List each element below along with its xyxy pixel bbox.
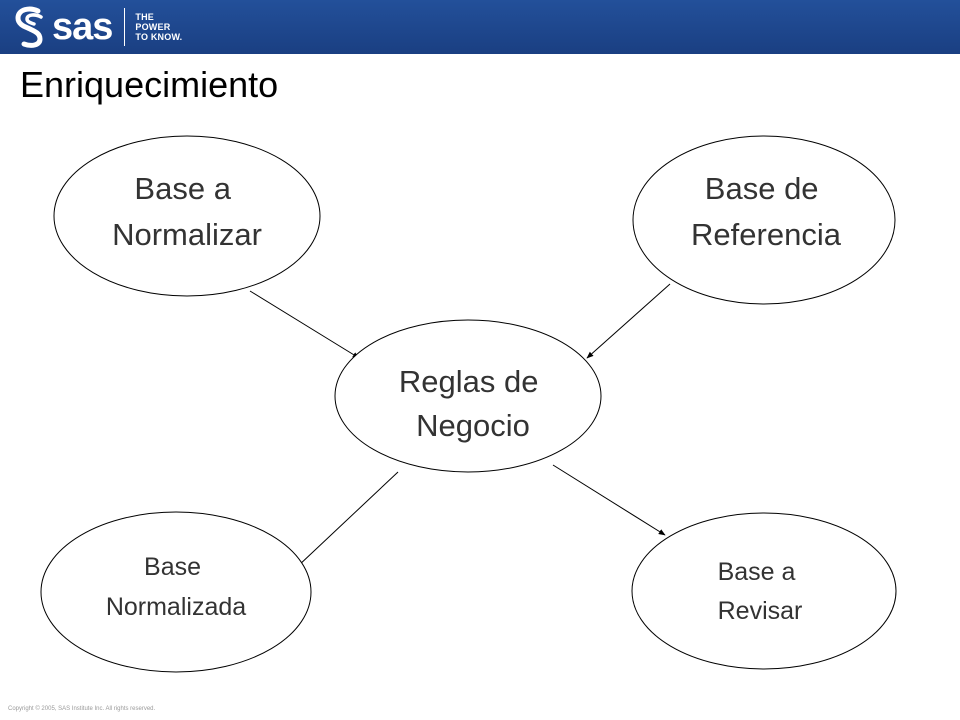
svg-text:Base a Revisar: Base a Revisar xyxy=(718,558,803,625)
sas-logo: sas THE POWER TO KNOW. xyxy=(10,4,182,50)
node-label-line: Negocio xyxy=(416,408,530,443)
node-base-normalizada[interactable]: Base Normalizada xyxy=(40,511,312,673)
brand-tagline: THE POWER TO KNOW. xyxy=(135,12,183,42)
diagram-edges xyxy=(249,283,671,568)
node-label-line: Base a xyxy=(134,171,231,206)
node-label-line: Referencia xyxy=(691,217,842,252)
node-label-line: Normalizar xyxy=(112,217,262,252)
brand-divider xyxy=(124,8,126,46)
node-label-line: Base de xyxy=(705,171,819,206)
svg-text:Base a Normalizar: Base a Normalizar xyxy=(112,171,262,252)
node-label-line: Reglas de xyxy=(399,364,539,399)
node-base-a-revisar[interactable]: Base a Revisar xyxy=(631,512,897,670)
sas-swirl-icon xyxy=(15,6,43,48)
edge-reglas-to-base-normalizada xyxy=(296,471,399,568)
sas-wordmark: sas xyxy=(52,6,113,48)
svg-text:Base Normalizada: Base Normalizada xyxy=(106,553,246,621)
page-title: Enriquecimiento xyxy=(20,64,279,105)
edge-reglas-to-base-a-revisar xyxy=(552,464,666,536)
node-label-line: Base a xyxy=(718,558,796,586)
node-base-de-referencia[interactable]: Base de Referencia xyxy=(632,135,896,305)
node-reglas-de-negocio[interactable]: Reglas de Negocio xyxy=(334,319,602,473)
svg-text:Reglas de Negocio: Reglas de Negocio xyxy=(399,364,547,443)
copyright-notice: Copyright © 2005, SAS Institute Inc. All… xyxy=(8,706,156,712)
node-label-line: Base xyxy=(144,553,201,581)
header-bar: sas THE POWER TO KNOW. xyxy=(0,0,960,54)
node-label-line: Normalizada xyxy=(106,593,246,621)
node-base-a-normalizar[interactable]: Base a Normalizar xyxy=(53,135,321,297)
node-label-line: Revisar xyxy=(718,597,803,625)
svg-text:Base de Referencia: Base de Referencia xyxy=(691,171,842,252)
edge-base-de-referencia-to-reglas xyxy=(586,283,671,359)
edge-base-a-normalizar-to-reglas xyxy=(249,290,360,359)
